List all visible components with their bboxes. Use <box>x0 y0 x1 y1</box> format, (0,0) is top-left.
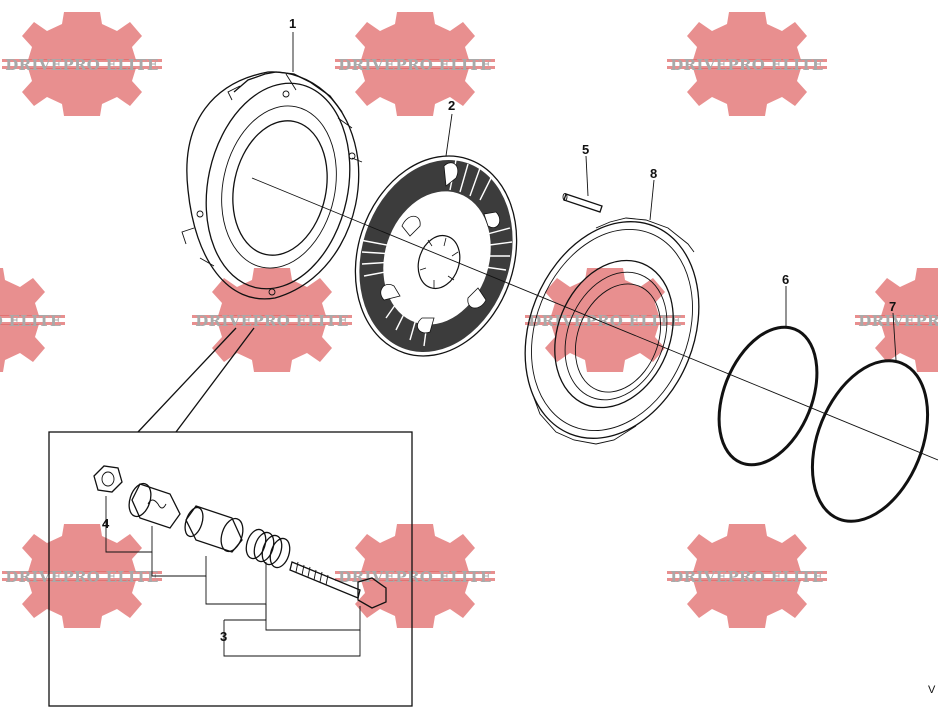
watermark-text: DRIVEPRO ELITE <box>858 312 938 330</box>
watermark: DRIVEPRO ELITE <box>335 12 495 116</box>
watermark-text: DRIVEPRO ELITE <box>528 312 681 330</box>
callout-3: 3 <box>220 629 227 644</box>
callout-2: 2 <box>448 98 455 113</box>
watermark-text: DRIVEPRO ELITE <box>0 312 62 330</box>
part-5-pin <box>562 193 603 213</box>
callout-3-bracket <box>105 496 361 657</box>
callout-7: 7 <box>889 299 896 314</box>
watermark: DRIVEPRO ELITE <box>192 268 352 372</box>
callout-5: 5 <box>582 142 589 157</box>
inset-spring <box>245 528 291 569</box>
part-8-backing-plate <box>524 217 700 445</box>
watermark: DRIVEPRO ELITE <box>2 12 162 116</box>
watermark-text: DRIVEPRO ELITE <box>338 568 491 586</box>
watermark-text: DRIVEPRO ELITE <box>670 56 823 74</box>
callout-8: 8 <box>650 166 657 181</box>
watermark: DRIVEPRO ELITE <box>335 524 495 628</box>
detail-inset <box>48 327 413 707</box>
callout-1: 1 <box>289 16 296 31</box>
watermark: DRIVEPRO ELITE <box>667 12 827 116</box>
callout-labels: 1 2 3 4 5 6 7 8 <box>102 16 896 644</box>
watermark-text: DRIVEPRO ELITE <box>338 56 491 74</box>
watermark: DRIVEPRO ELITE <box>525 268 685 372</box>
part-2-friction-disc <box>354 155 518 357</box>
part-1-pressure-plate <box>181 71 363 300</box>
inset-slotted-sleeve <box>128 482 181 529</box>
callout-6: 6 <box>782 272 789 287</box>
watermark-text: DRIVEPRO ELITE <box>5 56 158 74</box>
watermark: DRIVEPRO ELITE <box>855 268 938 372</box>
watermark-text: DRIVEPRO ELITE <box>195 312 348 330</box>
inset-bushing <box>184 505 244 553</box>
part-7-o-ring <box>810 359 930 523</box>
corner-mark: V <box>928 684 936 696</box>
part-4-nut <box>93 465 123 493</box>
center-axis-line <box>251 177 938 461</box>
watermark: DRIVEPRO ELITE <box>2 524 162 628</box>
part-6-o-ring <box>717 325 819 467</box>
leader-lines <box>292 32 897 361</box>
watermark: DRIVEPRO ELITE <box>0 268 65 372</box>
watermark: DRIVEPRO ELITE <box>667 524 827 628</box>
inset-bolt <box>289 561 387 609</box>
watermark-text: DRIVEPRO ELITE <box>5 568 158 586</box>
watermark-text: DRIVEPRO ELITE <box>670 568 823 586</box>
watermark-layer: DRIVEPRO ELITE DRIVEPRO ELITE DRIVEPRO E… <box>0 12 938 628</box>
callout-4: 4 <box>102 516 110 531</box>
